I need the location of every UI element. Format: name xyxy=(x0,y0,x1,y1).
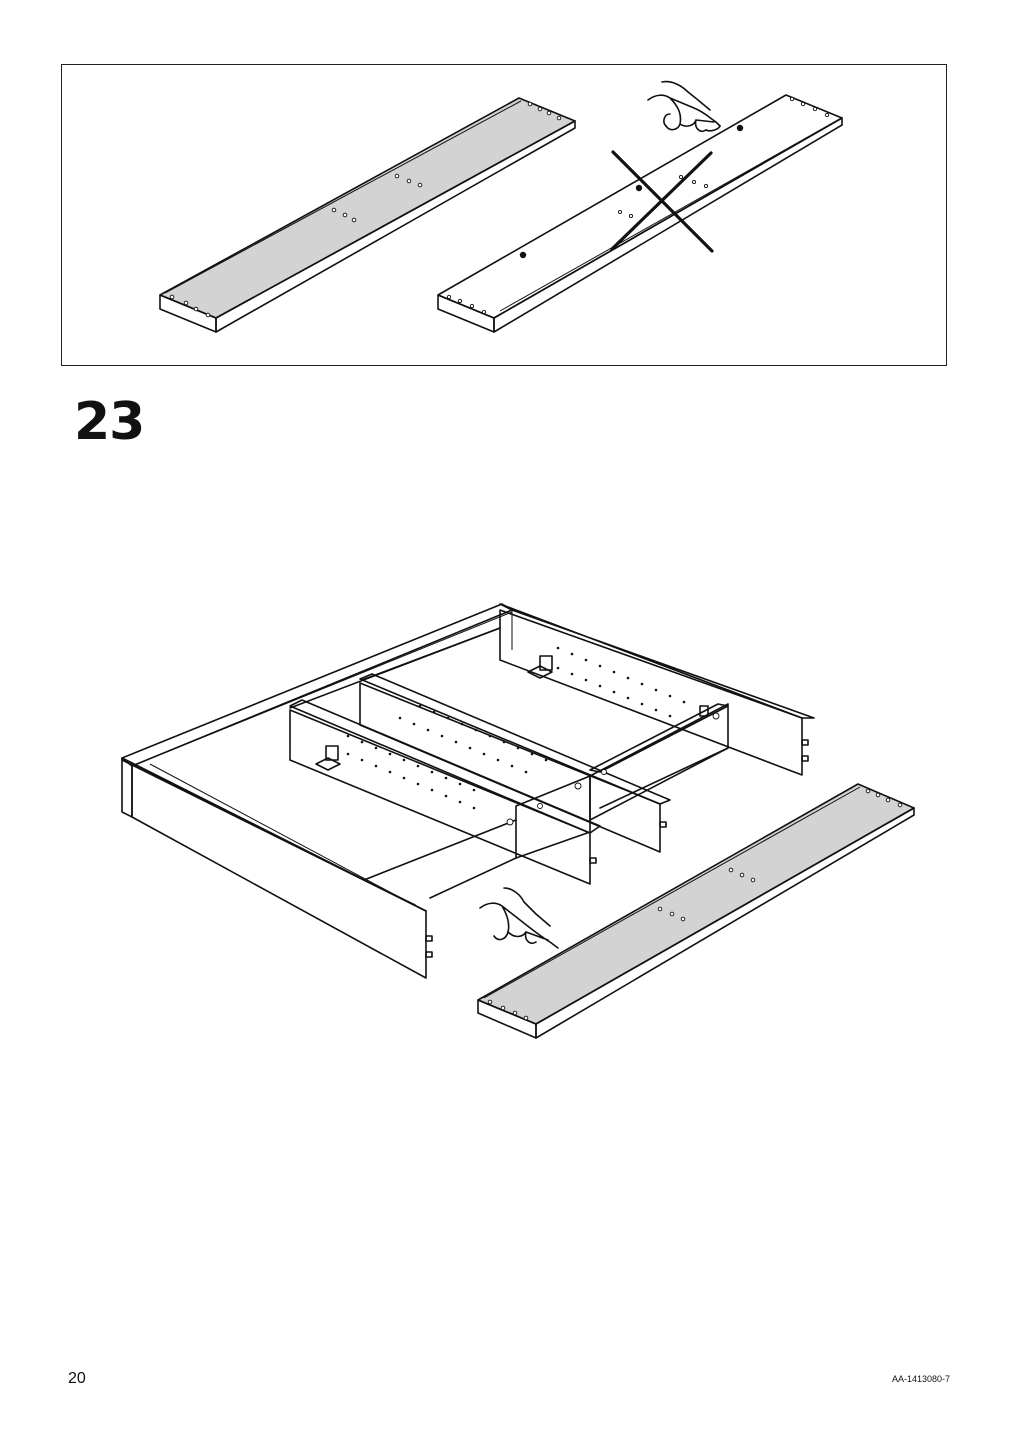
step-number: 23 xyxy=(74,392,145,452)
hand-pointing-icon xyxy=(647,80,721,133)
bed-frame xyxy=(121,603,815,979)
slat-board xyxy=(477,783,915,1039)
document-code: AA-1413080-7 xyxy=(891,1374,950,1384)
info-panel xyxy=(61,64,947,366)
dowels xyxy=(425,712,809,958)
hand-pointing-icon xyxy=(479,887,559,949)
page-number: 20 xyxy=(68,1370,86,1387)
board-wrong-side-up-crossed xyxy=(437,94,843,333)
board-correct-side-up xyxy=(159,97,576,333)
hole-rows xyxy=(346,646,686,810)
